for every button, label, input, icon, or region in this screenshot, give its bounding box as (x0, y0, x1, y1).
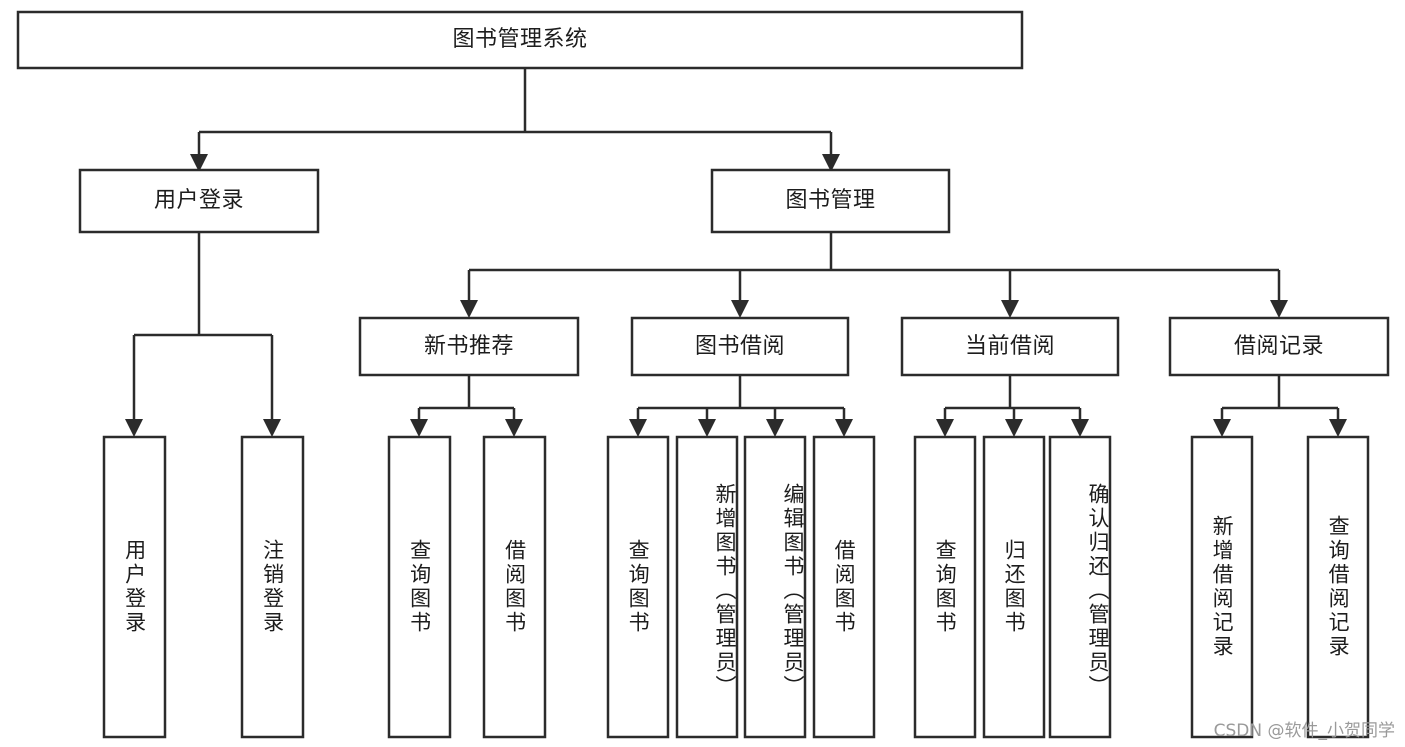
node-box-leaf-query-record[interactable] (1306, 435, 1370, 739)
node-box-leaf-query-book-3[interactable] (913, 435, 977, 739)
arrowhead-leaf-user-login (125, 419, 143, 437)
arrowhead-book-manage (822, 154, 840, 172)
node-box-leaf-confirm-return[interactable] (1048, 435, 1112, 739)
arrowhead-leaf-borrow-book-1 (505, 419, 523, 437)
node-box-leaf-query-book-2[interactable] (606, 435, 670, 739)
connector-group-book-borrow (629, 375, 853, 437)
connector-group-user-login (125, 232, 281, 437)
node-box-leaf-borrow-book-1[interactable] (482, 435, 547, 739)
node-box-book-borrow[interactable] (630, 316, 850, 377)
arrowhead-user-login (190, 154, 208, 172)
arrowhead-current-borrow (1001, 300, 1019, 318)
arrowhead-leaf-add-book (698, 419, 716, 437)
node-box-leaf-borrow-book-2[interactable] (812, 435, 876, 739)
connector-group-current-borrow (936, 375, 1089, 437)
node-box-leaf-add-record[interactable] (1190, 435, 1254, 739)
node-box-leaf-edit-book[interactable] (743, 435, 807, 739)
arrowhead-leaf-edit-book (766, 419, 784, 437)
node-box-root[interactable] (16, 10, 1024, 70)
node-box-leaf-add-book[interactable] (675, 435, 739, 739)
arrowhead-borrow-record (1270, 300, 1288, 318)
arrowhead-leaf-logout-login (263, 419, 281, 437)
arrowhead-leaf-query-record (1329, 419, 1347, 437)
connector-group-borrow-record (1213, 375, 1347, 437)
node-box-leaf-user-login[interactable] (102, 435, 167, 739)
node-box-new-book-recommend[interactable] (358, 316, 580, 377)
arrowhead-leaf-add-record (1213, 419, 1231, 437)
node-box-leaf-query-book-1[interactable] (387, 435, 452, 739)
arrowhead-leaf-query-book-2 (629, 419, 647, 437)
node-box-leaf-return-book[interactable] (982, 435, 1046, 739)
arrowhead-new-book-recommend (460, 300, 478, 318)
node-box-borrow-record[interactable] (1168, 316, 1390, 377)
node-box-book-manage[interactable] (710, 168, 951, 234)
arrowhead-leaf-confirm-return (1071, 419, 1089, 437)
node-box-leaf-logout-login[interactable] (240, 435, 305, 739)
node-box-user-login[interactable] (78, 168, 320, 234)
node-box-current-borrow[interactable] (900, 316, 1120, 377)
arrowhead-leaf-query-book-3 (936, 419, 954, 437)
arrowhead-leaf-return-book (1005, 419, 1023, 437)
connector-group-book-manage (460, 232, 1288, 318)
arrowhead-leaf-borrow-book-2 (835, 419, 853, 437)
arrowhead-book-borrow (731, 300, 749, 318)
connector-group-new-book-recommend (410, 375, 523, 437)
arrowhead-leaf-query-book-1 (410, 419, 428, 437)
connector-group-root (190, 68, 840, 172)
